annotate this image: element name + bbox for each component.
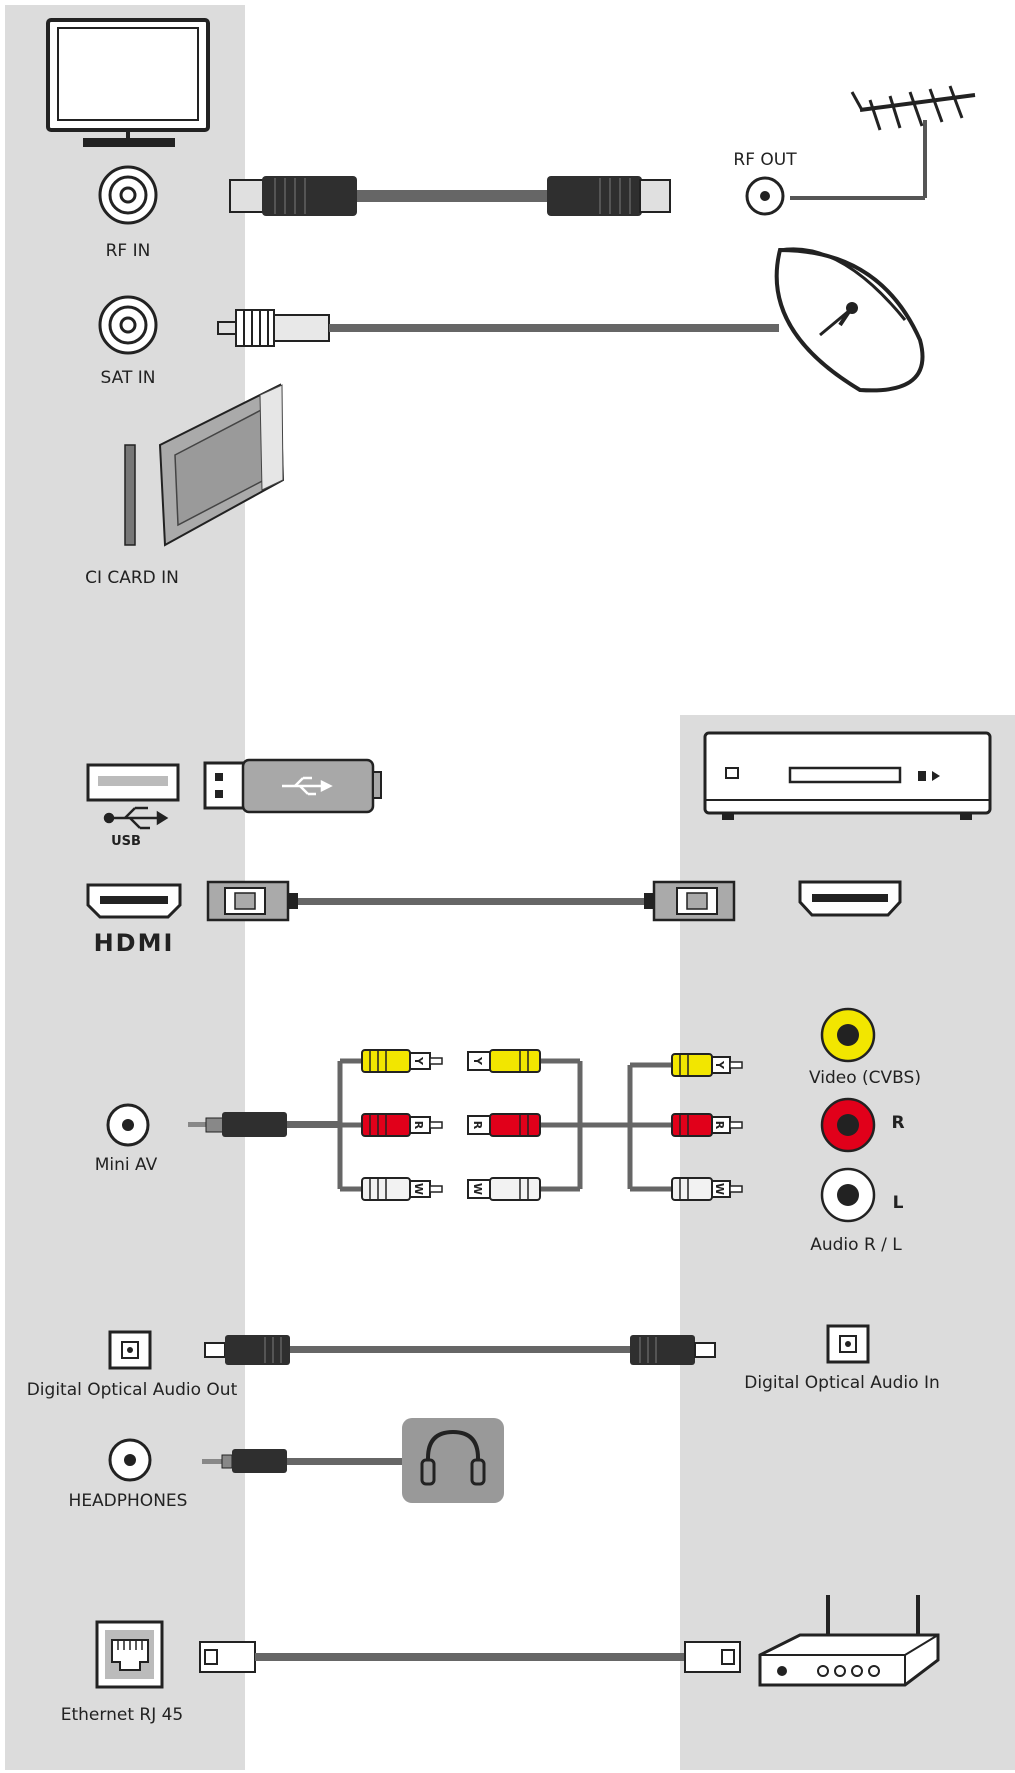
- rca-letter: R: [412, 1121, 425, 1130]
- av-splitter-wires: [337, 1058, 672, 1192]
- rf-coax-cable: [229, 176, 671, 216]
- audio-l-jack-icon: [820, 1167, 876, 1223]
- optical-cable: [204, 1335, 716, 1365]
- hdmi-cable: [206, 880, 736, 922]
- rf-in-port-icon: [98, 165, 158, 225]
- hdmi-device-port-icon: [798, 880, 902, 917]
- optical-out-port-icon: [108, 1330, 152, 1370]
- headphones-device-icon: [402, 1418, 504, 1503]
- mini-av-jack-cable: [188, 1112, 340, 1137]
- usb-flash-drive-icon: [203, 758, 382, 814]
- rca-plug-yellow-1: Y: [361, 1049, 443, 1073]
- usb-trident-icon: [103, 806, 169, 830]
- rf-in-label: RF IN: [106, 241, 151, 261]
- rf-out-port-icon: [745, 176, 785, 216]
- rca-letter: Y: [412, 1056, 425, 1066]
- ci-slot-icon: [124, 444, 136, 546]
- rca-plug-red-1: R: [361, 1113, 443, 1137]
- sat-in-label: SAT IN: [101, 368, 156, 388]
- video-cvbs-label: Video (CVBS): [809, 1068, 921, 1088]
- rca-plug-red-3: R: [671, 1113, 743, 1137]
- headphones-label: HEADPHONES: [69, 1491, 188, 1511]
- sat-in-port-icon: [98, 295, 158, 355]
- rca-letter: W: [412, 1183, 425, 1195]
- optical-out-label: Digital Optical Audio Out: [27, 1380, 238, 1400]
- audio-r-jack-icon: [820, 1097, 876, 1153]
- usb-port-icon: [86, 763, 180, 802]
- ethernet-cable: [199, 1641, 741, 1673]
- optical-in-label: Digital Optical Audio In: [744, 1373, 940, 1393]
- rca-plug-yellow-2: Y: [467, 1049, 541, 1073]
- mini-av-port-icon: [106, 1103, 150, 1147]
- usb-logo-text: USB: [111, 834, 141, 849]
- headphone-jack-cable: [202, 1449, 402, 1473]
- ci-card-in-label: CI CARD IN: [85, 568, 179, 588]
- sat-cable: [217, 309, 779, 347]
- rca-plug-white-3: W: [671, 1177, 743, 1201]
- audio-rl-label: Audio R / L: [810, 1235, 902, 1255]
- media-player-icon: [703, 731, 992, 820]
- rca-letter: W: [713, 1183, 726, 1195]
- tv-icon: [46, 18, 210, 147]
- hdmi-logo-text: HDMI: [94, 929, 175, 957]
- antenna-icon: [790, 85, 976, 200]
- rca-plug-yellow-3: Y: [671, 1053, 743, 1077]
- video-cvbs-jack-icon: [820, 1007, 876, 1063]
- mini-av-label: Mini AV: [95, 1155, 158, 1175]
- hdmi-port-icon: [86, 883, 182, 919]
- ethernet-port-icon: [95, 1620, 164, 1689]
- rca-letter: R: [471, 1121, 484, 1130]
- satellite-dish-icon: [774, 247, 925, 393]
- rca-letter: R: [713, 1121, 726, 1130]
- audio-r-label: R: [891, 1113, 904, 1133]
- router-icon: [758, 1595, 940, 1687]
- rca-plug-white-2: W: [467, 1177, 541, 1201]
- rca-plug-white-1: W: [361, 1177, 443, 1201]
- ethernet-label: Ethernet RJ 45: [61, 1705, 184, 1725]
- rca-letter: Y: [471, 1056, 484, 1066]
- rca-letter: W: [471, 1183, 484, 1195]
- rf-out-label: RF OUT: [733, 150, 797, 170]
- headphones-port-icon: [108, 1438, 152, 1482]
- rca-letter: Y: [713, 1060, 726, 1070]
- ci-card-icon: [158, 383, 285, 547]
- optical-in-port-icon: [826, 1324, 870, 1364]
- audio-l-label: L: [893, 1193, 904, 1213]
- rca-plug-red-2: R: [467, 1113, 541, 1137]
